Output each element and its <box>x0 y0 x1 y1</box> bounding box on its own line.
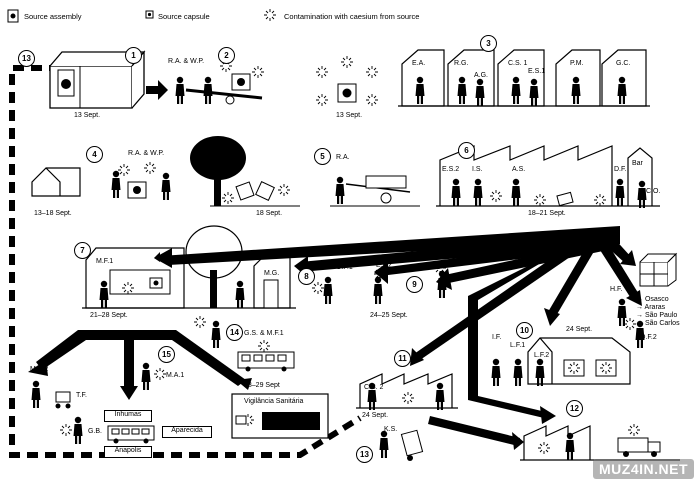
date-step10: 24 Sept. <box>566 326 593 333</box>
step-5-marker: 5 <box>314 148 331 165</box>
label-mg: M.G. <box>264 270 280 277</box>
label-cs2: C.S. 2 <box>364 384 384 391</box>
label-ef1: E.F.1 <box>424 264 440 271</box>
label-gb: G.B. <box>88 428 103 435</box>
date-step7: 21–28 Sept. <box>90 312 128 319</box>
sign-inhumas: Inhumas <box>104 410 152 422</box>
label-gc: G.C. <box>616 60 631 67</box>
step-6-marker: 6 <box>458 142 475 159</box>
step-3-marker: 3 <box>480 35 497 52</box>
step2-scene <box>175 59 265 105</box>
stacked-boxes <box>617 252 678 348</box>
step10-scene <box>491 337 631 386</box>
step13-scene <box>379 416 524 461</box>
step-14-marker: 14 <box>226 324 243 341</box>
step-15-marker: 15 <box>158 346 175 363</box>
date-step3: 13 Sept. <box>336 112 363 119</box>
step4-scene <box>31 161 171 200</box>
arrow-1 <box>146 80 168 100</box>
legend-contamination: Contamination with caesium from source <box>284 12 420 21</box>
step-11-marker: 11 <box>394 350 411 367</box>
label-ra-wp-1: R.A. & W.P. <box>168 58 205 65</box>
date-step6: 18–21 Sept. <box>528 210 566 217</box>
date-step11: 24 Sept. <box>362 412 389 419</box>
date-step14: 28–29 Sept <box>244 382 280 389</box>
step-13-marker-top: 13 <box>18 50 35 67</box>
label-is: I.S. <box>472 166 483 173</box>
label-tf: T.F. <box>76 392 87 399</box>
sign-aparecida: Aparecida <box>162 426 212 438</box>
date-step4: 13–18 Sept. <box>34 210 72 217</box>
legend-source-assembly: Source assembly <box>24 12 82 21</box>
step1-building <box>49 50 146 109</box>
bottom-arrows <box>28 330 252 400</box>
step-7-marker: 7 <box>74 242 91 259</box>
label-ra: R.A. <box>336 154 350 161</box>
label-cs1: C.S. 1 <box>508 60 528 67</box>
date-step9: 24–25 Sept. <box>370 312 408 319</box>
step4-tree <box>190 136 300 207</box>
step6-scene <box>436 145 660 208</box>
dashed-path <box>9 65 362 458</box>
step15-scene <box>31 362 167 444</box>
step-1-marker: 1 <box>125 47 142 64</box>
legend-source-capsule: Source capsule <box>158 12 210 21</box>
label-ks: K.S. <box>384 426 398 433</box>
label-gs-mf1: G.S. & M.F.1 <box>244 330 284 337</box>
sign-anapolis: Anapolis <box>104 446 152 458</box>
step12-scene <box>520 423 680 461</box>
step3-houses <box>398 49 650 107</box>
label-ag: A.G. <box>474 72 489 79</box>
place-osasco: → Osasco <box>636 296 669 303</box>
legend <box>7 8 277 23</box>
date-step5: 18 Sept. <box>256 210 283 217</box>
label-bar: Bar <box>632 160 643 167</box>
step-12-marker: 12 <box>566 400 583 417</box>
step11-scene <box>356 373 458 410</box>
label-co: C.O. <box>646 188 661 195</box>
label-ma2: M.A.2 <box>30 366 49 373</box>
label-hf: H.F. <box>610 286 623 293</box>
label-es2: E.S.2 <box>442 166 460 173</box>
label-ef2: E.F.2 <box>376 262 392 269</box>
vigilancia-sign: Vigilância Sanitária <box>244 398 304 405</box>
label-es1: E.S.1 <box>528 68 546 75</box>
sign-anapolis-text: Anapolis <box>114 447 142 454</box>
sign-aparecida-text: Aparecida <box>171 427 203 434</box>
place-araras: → Araras <box>636 304 666 311</box>
sign-inhumas-text: Inhumas <box>114 411 142 418</box>
vigilancia-building <box>231 393 329 439</box>
label-ra-wp-2: R.A. & W.P. <box>128 150 165 157</box>
label-lf1: L.F.1 <box>510 342 526 349</box>
step-9-marker: 9 <box>406 276 423 293</box>
step-13-marker-bottom: 13 <box>356 446 373 463</box>
label-mf1: M.F.1 <box>96 258 114 265</box>
label-ea: E.A. <box>412 60 426 67</box>
step-10-marker: 10 <box>516 322 533 339</box>
label-pm: P.M. <box>570 60 584 67</box>
label-df: D.F. <box>614 166 627 173</box>
place-saocarlos: → São Carlos <box>636 320 680 327</box>
step7-scene <box>82 225 296 309</box>
label-of1: O.F.1 <box>336 264 353 271</box>
step3-source <box>315 55 379 107</box>
label-of2: O.F.2 <box>640 334 657 341</box>
date-step1: 13 Sept. <box>74 112 101 119</box>
step-4-marker: 4 <box>86 146 103 163</box>
contamination-icon <box>263 8 277 22</box>
watermark: MUZ4IN.NET <box>593 459 694 479</box>
label-lf2: L.F.2 <box>534 352 550 359</box>
label-as: A.S. <box>512 166 526 173</box>
label-rg: R.G. <box>454 60 469 67</box>
step-2-marker: 2 <box>218 47 235 64</box>
step14-scene <box>193 315 295 372</box>
label-ma1: M.A.1 <box>166 372 185 379</box>
step-8-marker: 8 <box>298 268 315 285</box>
label-if: I.F. <box>492 334 502 341</box>
distribution-arrows <box>154 226 642 424</box>
step5-scene <box>330 175 420 207</box>
place-saopaulo: → São Paulo <box>636 312 678 319</box>
